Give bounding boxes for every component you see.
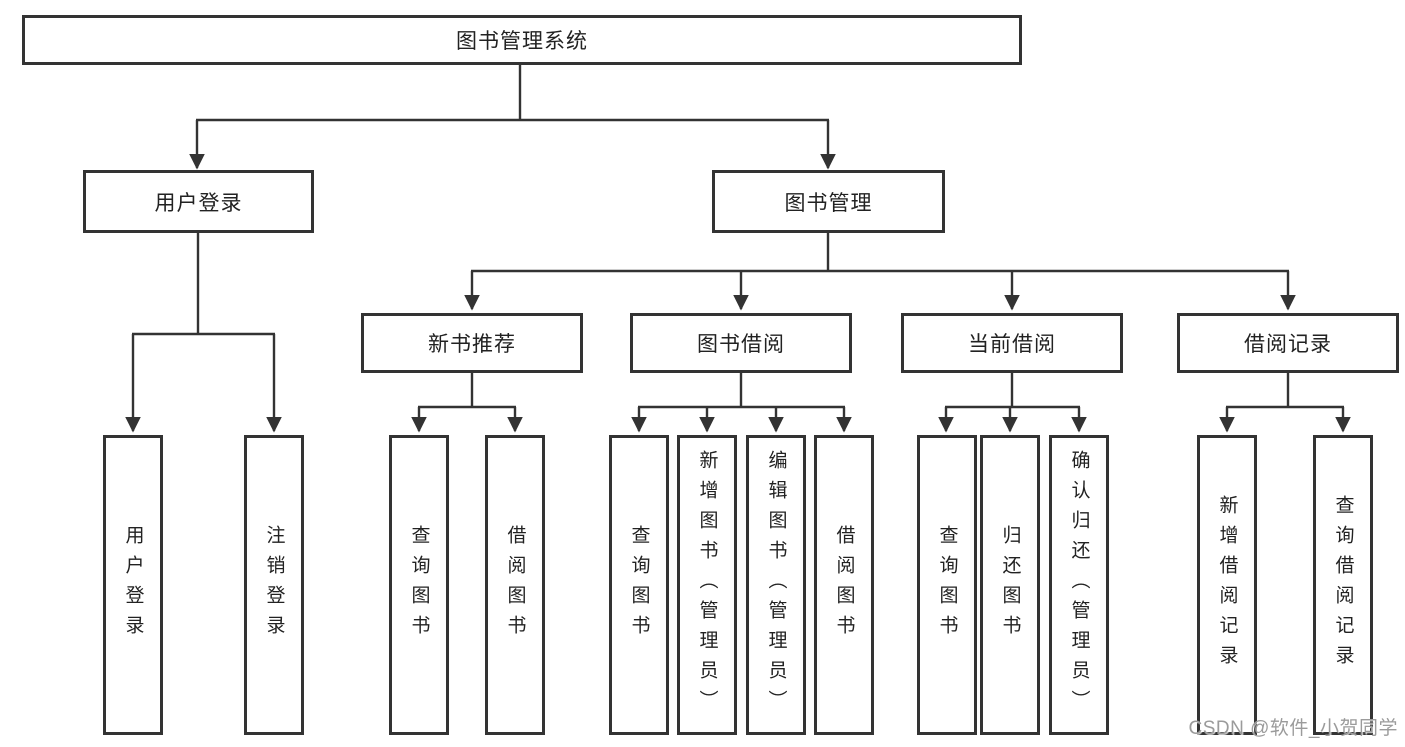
leaf-label: 查询图书 [936,525,958,645]
node-user-login: 用户登录 [83,170,314,233]
leaf-logout: 注销登录 [244,435,304,735]
leaf-user-login: 用户登录 [103,435,163,735]
leaf-confirm-return-admin: 确认归还（管理员） [1049,435,1109,735]
node-book-management: 图书管理 [712,170,945,233]
node-borrow-records-label: 借阅记录 [1244,333,1332,356]
leaf-query-borrow-record: 查询借阅记录 [1313,435,1373,735]
node-library-system-label: 图书管理系统 [456,30,588,53]
leaf-label: 新增借阅记录 [1216,495,1238,675]
leaf-label: 借阅图书 [833,525,855,645]
leaf-return-books: 归还图书 [980,435,1040,735]
leaf-add-books-admin: 新增图书（管理员） [677,435,737,735]
csdn-watermark: CSDN @软件_小贺同学 [1188,718,1398,739]
leaf-borrow-books-newbook: 借阅图书 [485,435,545,735]
connector-book-borrow-to-leaves [631,373,852,433]
leaf-add-borrow-record: 新增借阅记录 [1197,435,1257,735]
node-book-management-label: 图书管理 [784,191,873,215]
node-book-borrow: 图书借阅 [630,313,852,373]
leaf-label: 查询图书 [628,525,650,645]
node-current-borrow-label: 当前借阅 [968,333,1056,356]
connector-borrow-records-to-leaves [1219,373,1351,433]
leaf-borrow-books: 借阅图书 [814,435,874,735]
leaf-label: 查询图书 [408,525,430,645]
leaf-label: 借阅图书 [504,525,526,645]
connector-new-book-to-leaves [411,373,523,433]
leaf-query-books-borrow: 查询图书 [609,435,669,735]
node-library-system: 图书管理系统 [22,15,1022,65]
connector-book-management-to-level3 [464,233,1296,311]
node-borrow-records: 借阅记录 [1177,313,1399,373]
leaf-label: 新增图书（管理员） [696,450,718,720]
node-new-book-recommend-label: 新书推荐 [428,333,516,356]
leaf-label: 注销登录 [263,525,285,645]
leaf-label: 查询借阅记录 [1332,495,1354,675]
connector-current-borrow-to-leaves [938,373,1087,433]
node-current-borrow: 当前借阅 [901,313,1123,373]
leaf-label: 确认归还（管理员） [1068,450,1090,720]
node-user-login-label: 用户登录 [154,191,243,215]
leaf-label: 编辑图书（管理员） [765,450,787,720]
leaf-edit-books-admin: 编辑图书（管理员） [746,435,806,735]
node-book-borrow-label: 图书借阅 [697,333,785,356]
leaf-query-books-current: 查询图书 [917,435,977,735]
node-new-book-recommend: 新书推荐 [361,313,583,373]
connector-user-login-to-leaves [125,233,282,433]
leaf-label: 归还图书 [999,525,1021,645]
connector-root-to-level2 [189,65,836,170]
leaf-label: 用户登录 [122,525,144,645]
leaf-query-books-newbook: 查询图书 [389,435,449,735]
